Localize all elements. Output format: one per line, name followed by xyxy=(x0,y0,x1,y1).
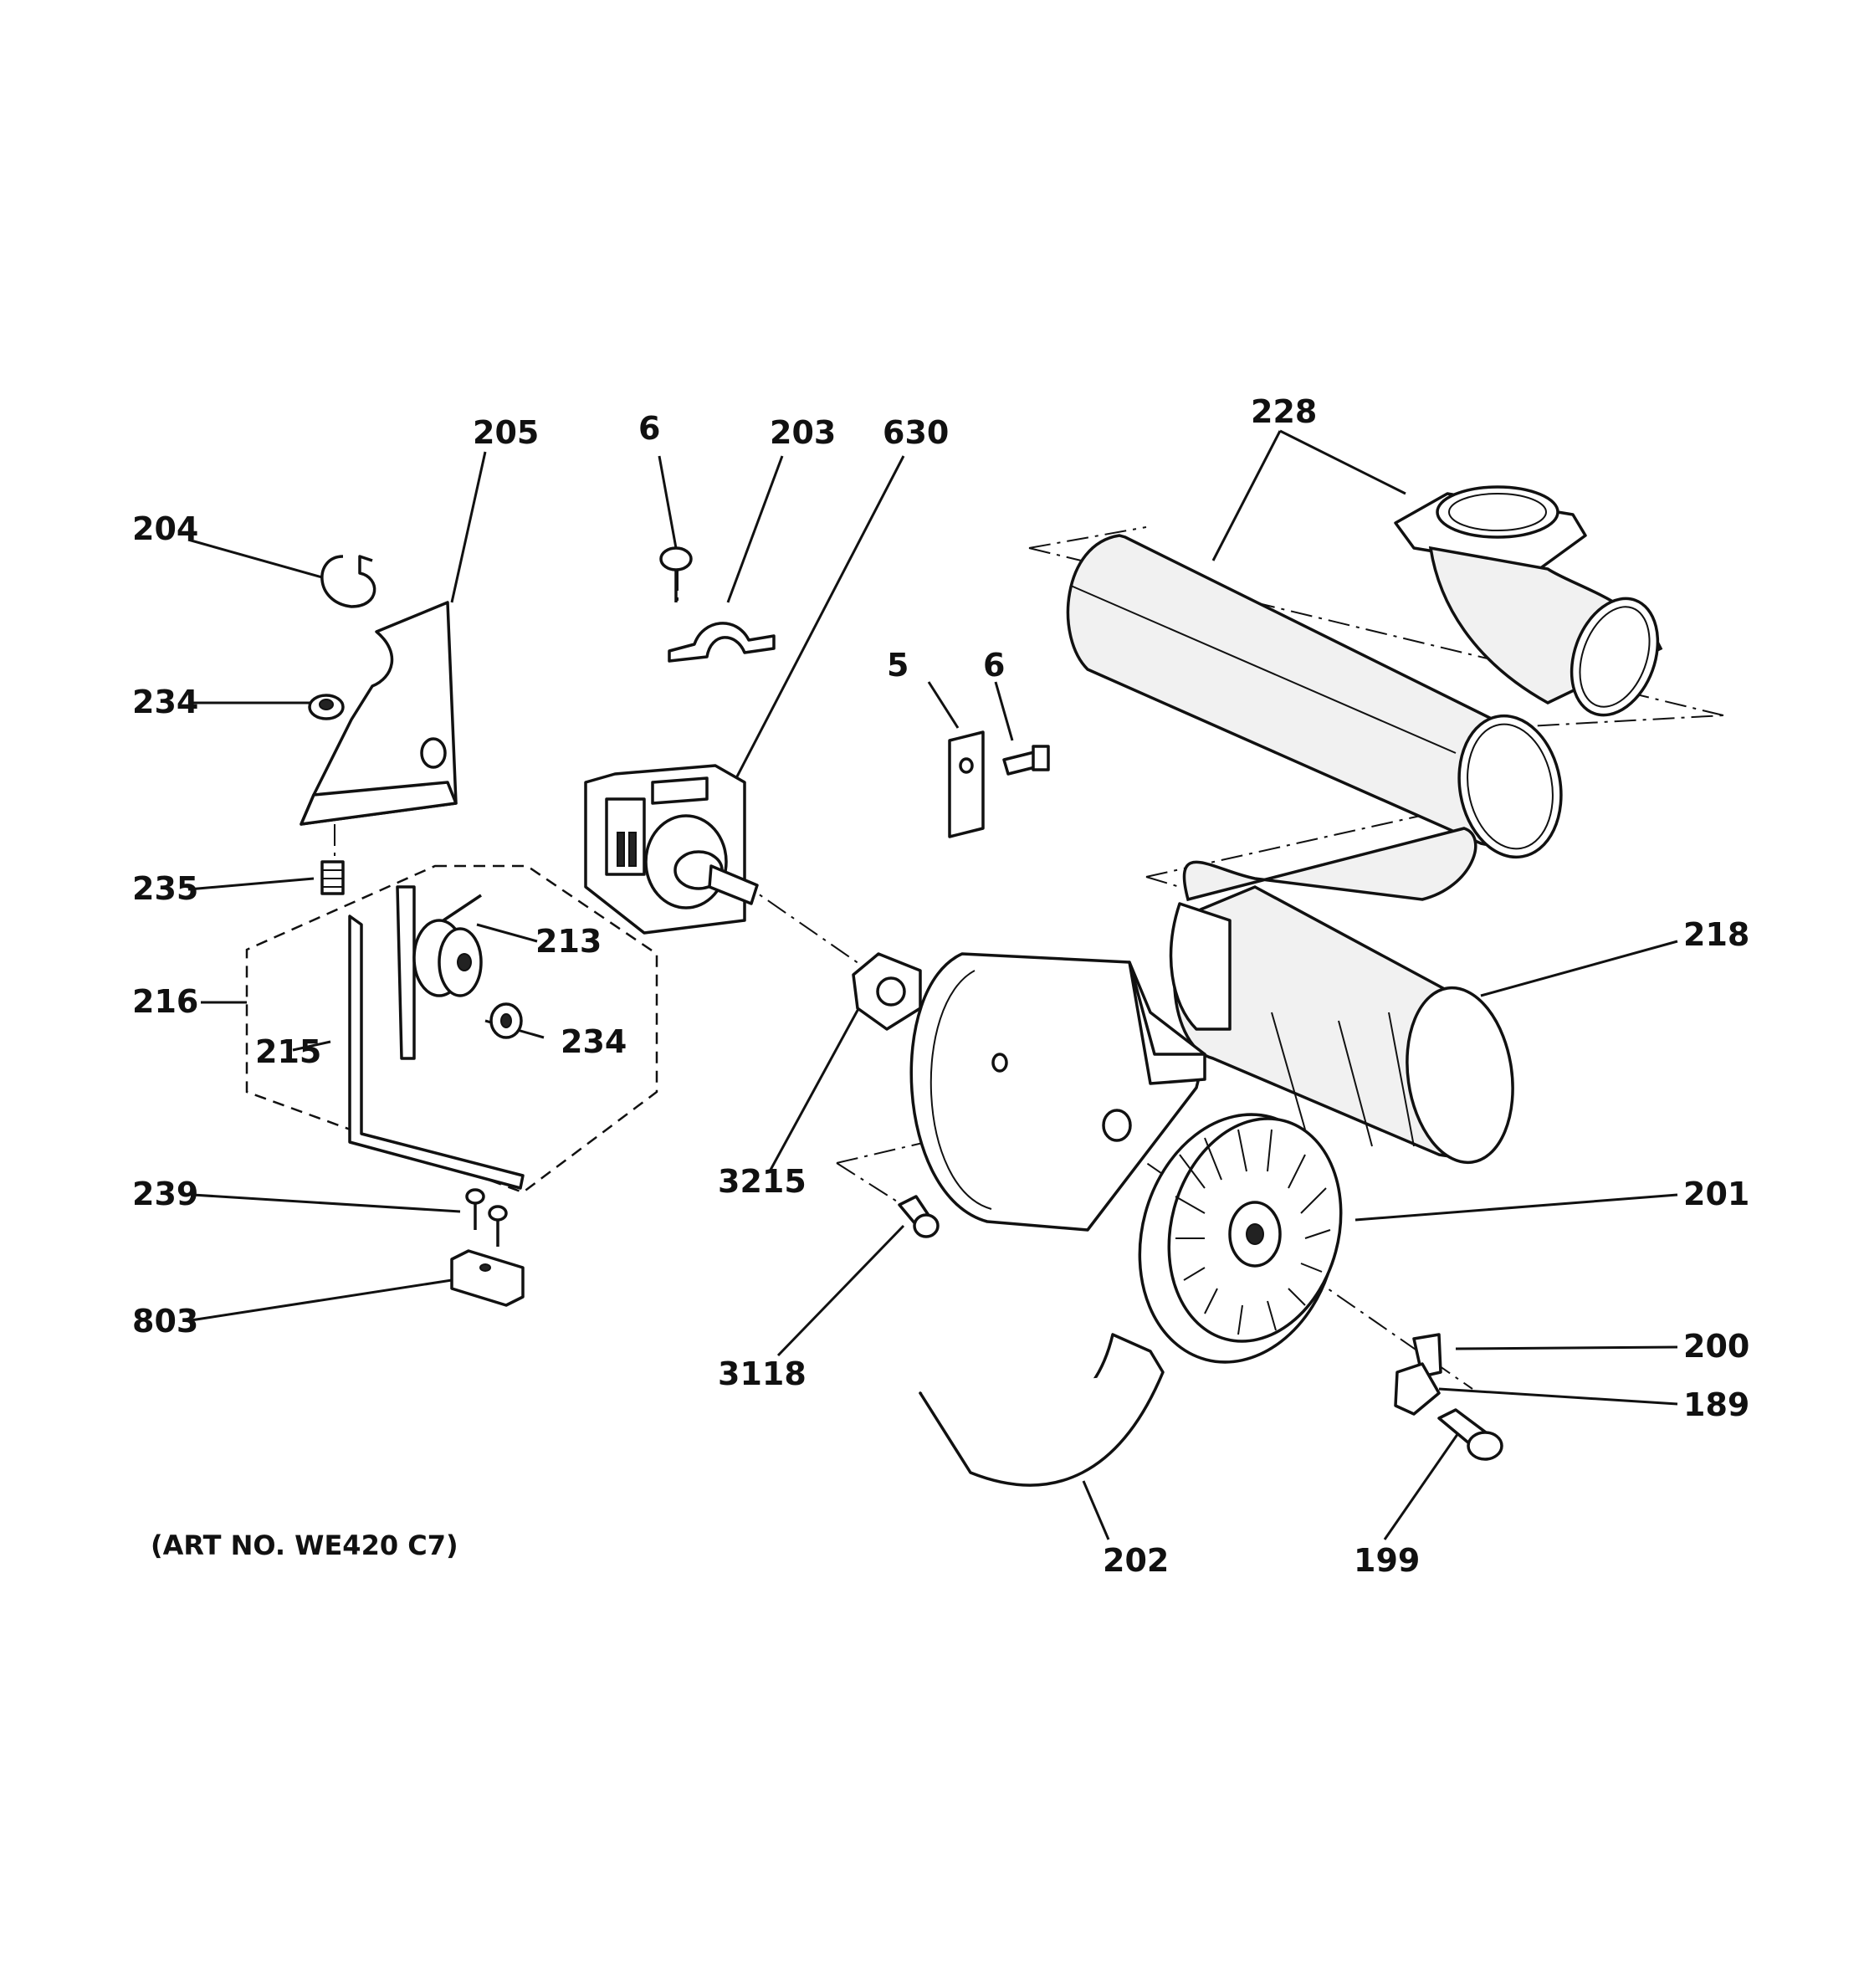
label-204: 204 xyxy=(132,510,198,547)
label-205: 205 xyxy=(473,414,539,451)
housing-screw-part xyxy=(898,1195,940,1238)
label-6-side: 6 xyxy=(983,647,1005,684)
clip-bracket-part xyxy=(1394,1333,1442,1416)
bolt-part xyxy=(320,860,345,895)
mounting-bracket-part xyxy=(300,601,458,826)
duct-elbow-part xyxy=(1394,485,1663,717)
pulley-part xyxy=(412,894,483,997)
motor-bracket-part xyxy=(852,952,922,1031)
nut-lower-part xyxy=(489,1002,523,1039)
switch-assembly-outline xyxy=(245,864,658,1194)
label-218: 218 xyxy=(1683,916,1749,953)
blower-duct-part xyxy=(1169,827,1514,1165)
label-200: 200 xyxy=(1683,1328,1749,1365)
label-235: 235 xyxy=(132,870,198,907)
label-202: 202 xyxy=(1103,1542,1169,1579)
label-5: 5 xyxy=(887,647,909,684)
blower-housing-part xyxy=(909,952,1206,1232)
exhaust-duct-part xyxy=(1066,534,1563,859)
label-234-upper: 234 xyxy=(132,684,198,720)
art-number: (ART NO. WE420 C7) xyxy=(151,1529,458,1561)
motor-part xyxy=(584,764,759,935)
label-199: 199 xyxy=(1354,1542,1420,1579)
screws-part xyxy=(465,1188,508,1247)
label-189: 189 xyxy=(1683,1386,1749,1423)
callout-labels: 204 205 6 203 630 228 234 5 6 235 213 21… xyxy=(132,393,1749,1579)
label-3215: 3215 xyxy=(718,1163,807,1200)
label-201: 201 xyxy=(1683,1176,1749,1212)
switch-part xyxy=(450,1249,525,1307)
label-630: 630 xyxy=(883,414,949,451)
label-228: 228 xyxy=(1251,393,1317,430)
label-239: 239 xyxy=(132,1176,198,1212)
label-803: 803 xyxy=(132,1303,198,1340)
nut-upper-part xyxy=(308,694,345,720)
label-215: 215 xyxy=(255,1033,321,1070)
blower-wheel-part xyxy=(1138,1113,1343,1364)
clip-part xyxy=(320,555,376,608)
label-3118: 3118 xyxy=(718,1355,807,1392)
plate-part xyxy=(948,730,985,838)
screw-side-part xyxy=(1002,745,1050,776)
label-6-top: 6 xyxy=(638,410,660,447)
clamp-part xyxy=(668,622,776,663)
actuator-arm-part xyxy=(348,885,525,1190)
blower-shield-part xyxy=(919,1333,1165,1487)
label-203: 203 xyxy=(770,414,836,451)
blower-bolt-part xyxy=(1437,1408,1503,1461)
label-216: 216 xyxy=(132,983,198,1020)
screw-top-part xyxy=(659,546,693,602)
label-234-lower: 234 xyxy=(561,1023,627,1060)
label-213: 213 xyxy=(535,923,602,960)
